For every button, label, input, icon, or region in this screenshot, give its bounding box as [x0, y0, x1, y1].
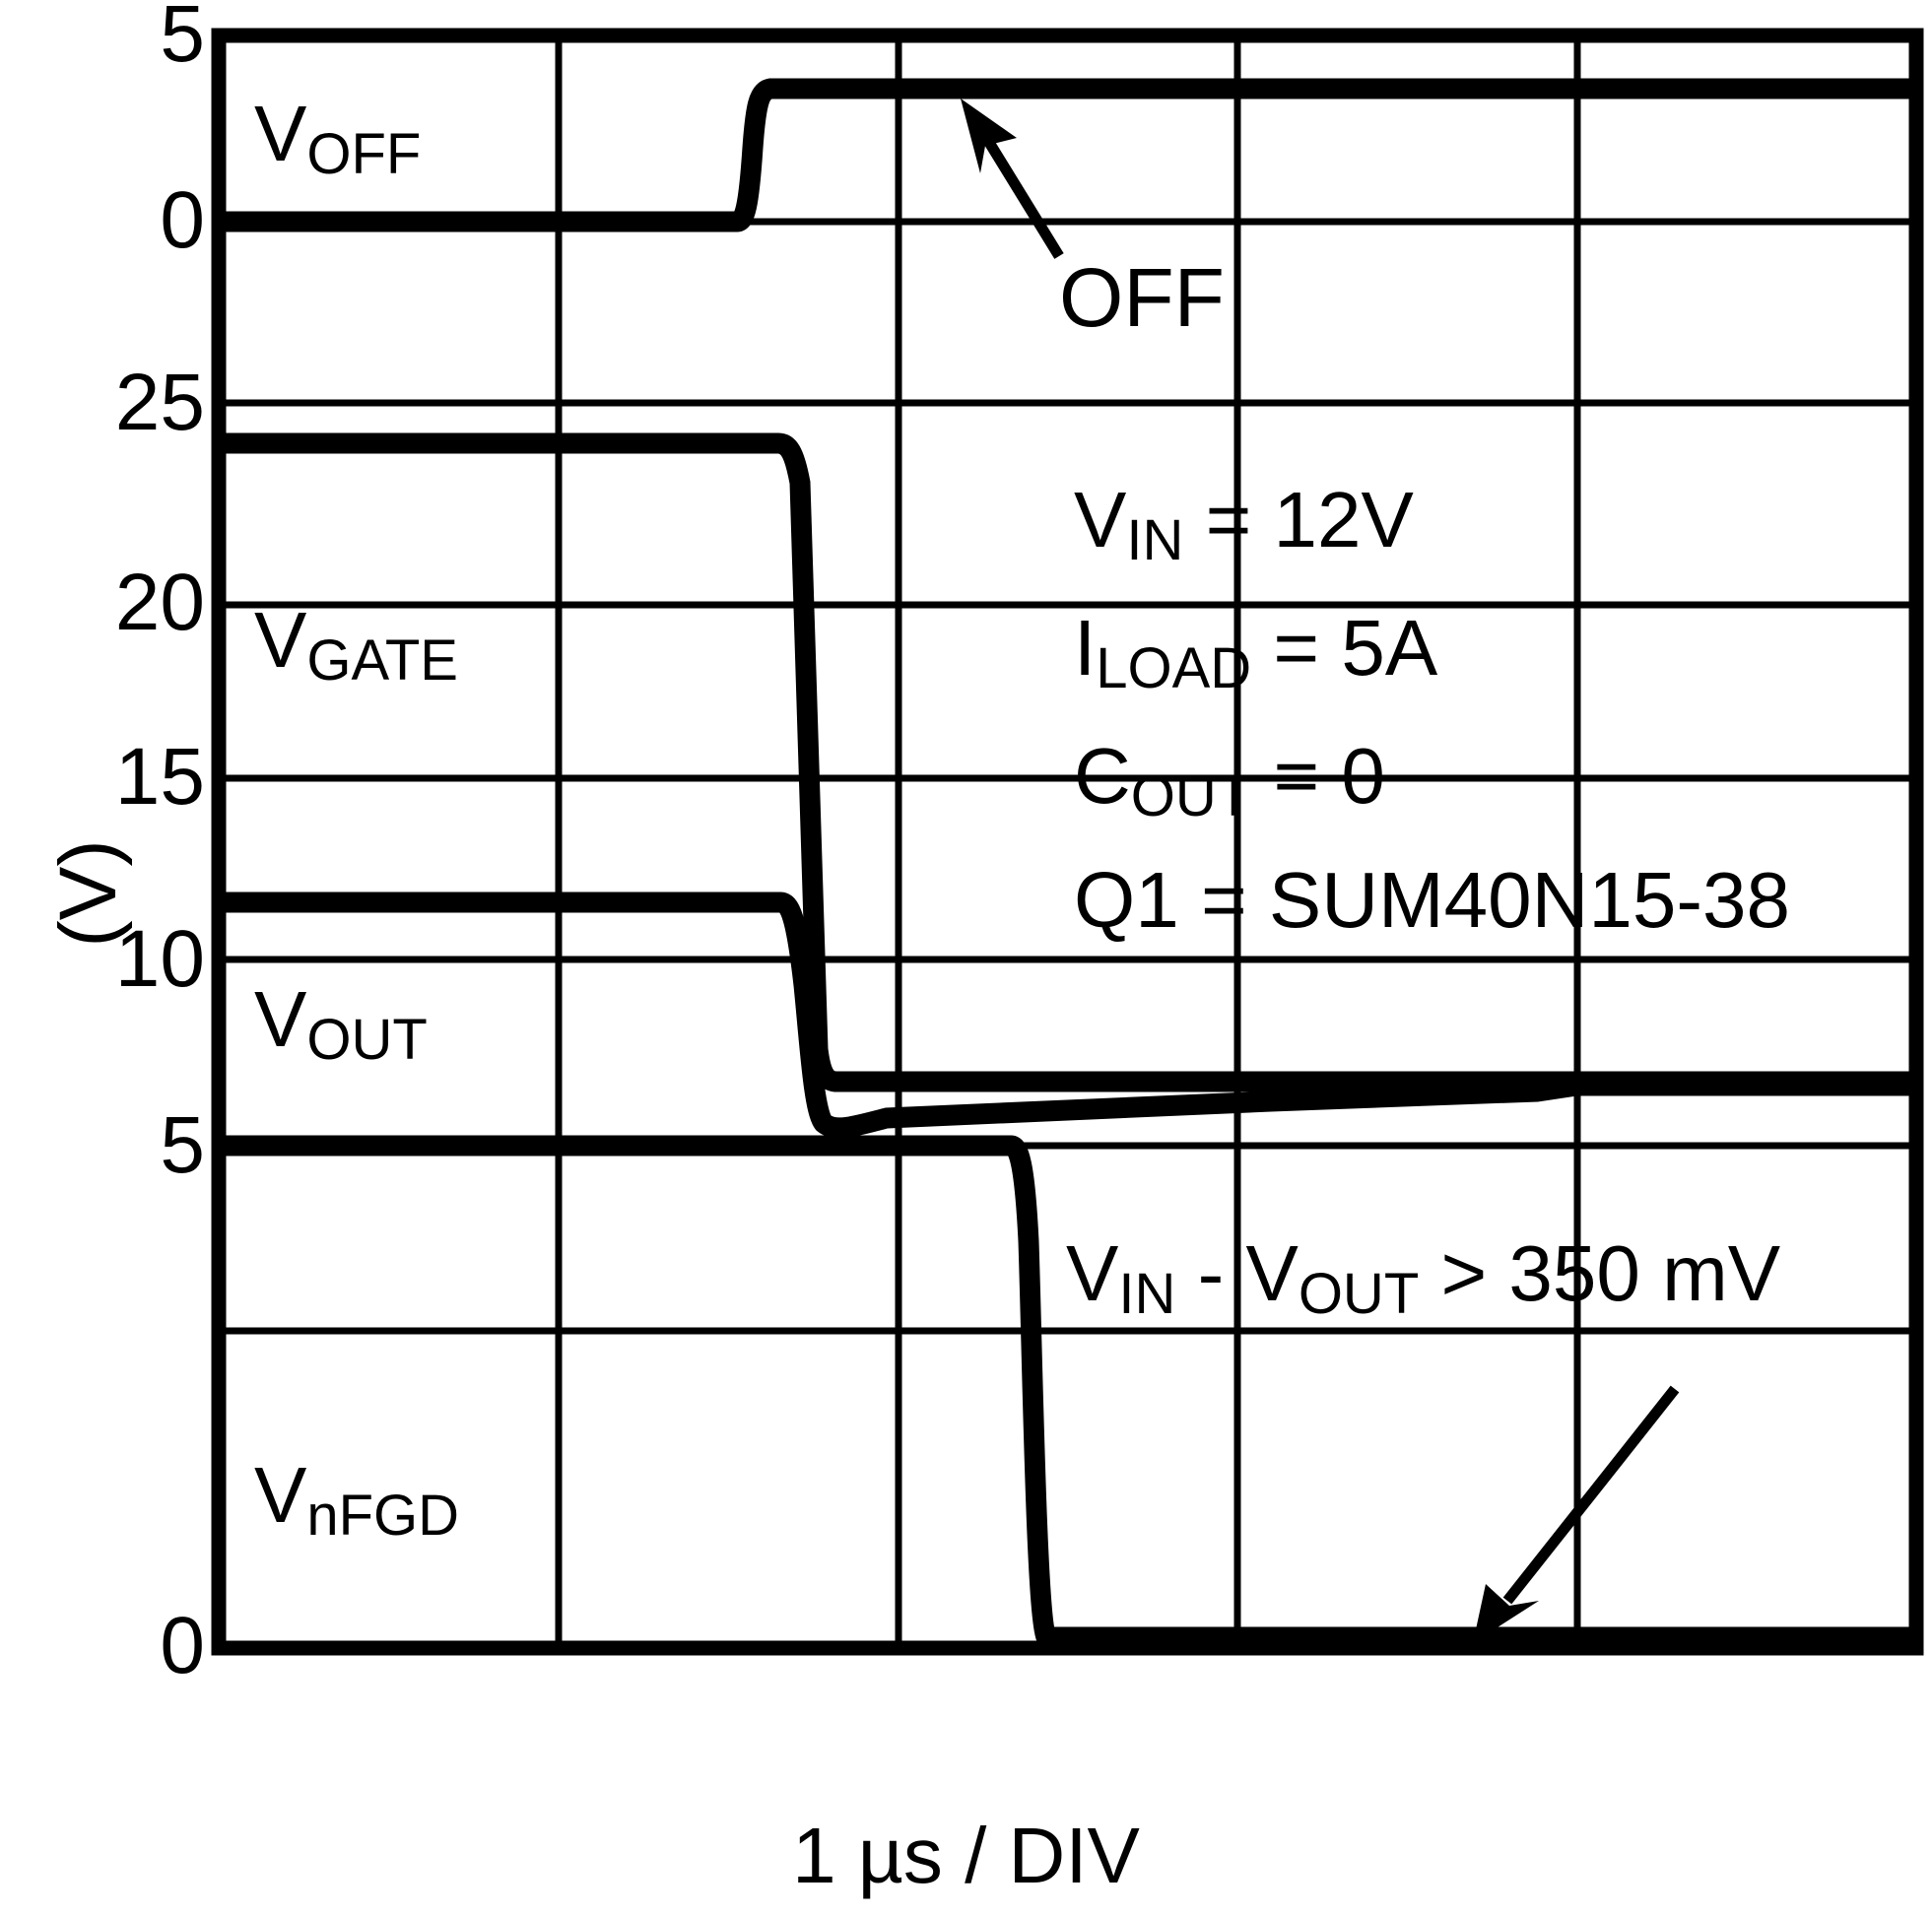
condition-q1-rest: = SUM40N15-38 [1178, 856, 1791, 944]
off-callout-label: OFF [1059, 251, 1225, 344]
condition-vin: VIN = 12V [1074, 473, 1414, 587]
condition-iload-sub: LOAD [1096, 635, 1252, 700]
trace-v-out [219, 892, 1916, 1139]
condition-cout-sub: OUT [1130, 763, 1252, 828]
threshold-note-separator: - [1175, 1229, 1246, 1317]
x-axis-label: 1 µs / DIV [792, 1812, 1140, 1899]
trace-label-v-out-sub: OUT [306, 1007, 428, 1072]
condition-vin-base: V [1074, 476, 1127, 563]
trace-v-nfgd [219, 1135, 1916, 1648]
y-tick-label-0: 5 [160, 0, 205, 79]
trace-label-v-out-base: V [254, 975, 307, 1063]
condition-iload-base: I [1074, 604, 1097, 692]
y-tick-label-2: 25 [114, 358, 205, 447]
y-tick-label-1: 0 [160, 175, 205, 265]
trace-label-v-nfgd: VnFGD [254, 1456, 459, 1555]
trace-label-v-gate-base: V [254, 596, 307, 684]
threshold-note: VIN - VOUT > 350 mV [1066, 1226, 1780, 1341]
trace-label-v-off-sub: OFF [306, 121, 422, 186]
grid-horizontal [219, 218, 1916, 1335]
trace-label-v-nfgd-sub: nFGD [306, 1483, 460, 1548]
condition-vin-sub: IN [1126, 507, 1184, 572]
condition-cout: COUT = 0 [1074, 729, 1385, 843]
trace-label-v-off-base: V [254, 90, 307, 177]
condition-cout-rest: = 0 [1251, 732, 1385, 820]
threshold-note-vout-base: V [1245, 1229, 1299, 1317]
trace-v-gate [219, 432, 1916, 1092]
trace-label-v-nfgd-base: V [254, 1451, 307, 1539]
y-tick-label-3: 20 [114, 558, 205, 647]
plot-frame [211, 28, 1924, 1656]
trace-label-v-gate-sub: GATE [306, 628, 458, 693]
trace-v-off [219, 78, 1916, 232]
threshold-note-vout-sub: OUT [1298, 1261, 1420, 1326]
threshold-note-vin-base: V [1066, 1229, 1119, 1317]
condition-q1-base: Q1 [1074, 856, 1179, 944]
condition-q1: Q1 = SUM40N15-38 [1074, 853, 1790, 947]
trace-label-v-gate: VGATE [254, 601, 458, 700]
grid-vertical [555, 35, 1581, 1648]
off-callout-arrow [961, 99, 1064, 259]
threshold-note-vin-sub: IN [1118, 1261, 1176, 1326]
condition-vin-rest: = 12V [1183, 476, 1414, 563]
y-tick-label-5: 10 [114, 914, 205, 1004]
trace-label-v-off: VOFF [254, 95, 421, 194]
y-tick-label-4: 15 [114, 732, 205, 822]
condition-iload-rest: = 5A [1251, 604, 1438, 692]
trace-label-v-out: VOUT [254, 980, 428, 1080]
condition-cout-base: C [1074, 732, 1131, 820]
threshold-note-tail: > 350 mV [1419, 1229, 1781, 1317]
threshold-note-arrow [1473, 1385, 1680, 1643]
y-tick-label-6: 5 [160, 1100, 205, 1190]
condition-iload: ILOAD = 5A [1074, 601, 1437, 715]
y-tick-label-7: 0 [160, 1601, 205, 1690]
